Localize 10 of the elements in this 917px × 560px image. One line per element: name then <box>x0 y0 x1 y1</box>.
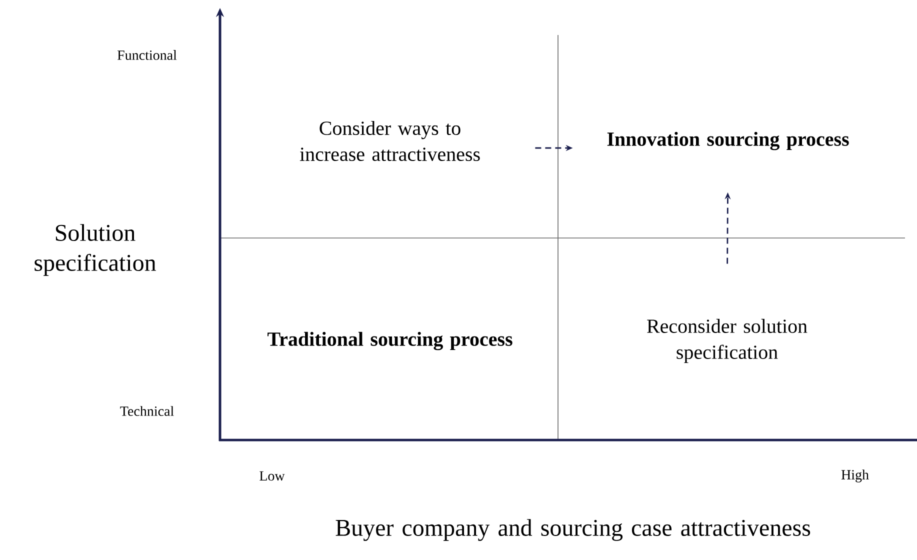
quadrant-label: Consider ways to increase attractiveness <box>300 120 480 162</box>
axis-tick-label: Functional <box>117 50 177 60</box>
axis-tick-label: High <box>841 470 869 482</box>
axis-title: Buyer company and sourcing case attractiveness <box>336 519 810 541</box>
axis-tick-label: Technical <box>120 406 174 416</box>
axis-tick-label: Low <box>260 471 285 481</box>
quadrant-label: Reconsider solution specification <box>647 318 808 364</box>
axis-title: Solution specification <box>34 224 156 276</box>
quadrant-label: Innovation sourcing process <box>607 132 849 150</box>
quadrant-label: Traditional sourcing process <box>268 332 512 350</box>
